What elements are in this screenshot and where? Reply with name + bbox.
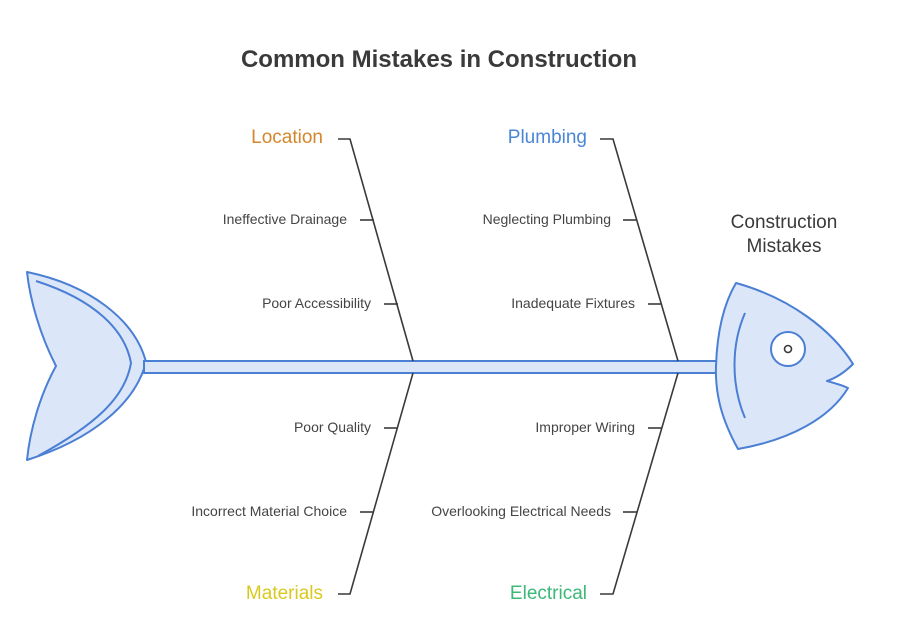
fish-tail-fin-line [35, 280, 133, 457]
cause-overlooking-electrical-needs: Overlooking Electrical Needs [431, 503, 611, 519]
category-materials: Materials [245, 583, 323, 604]
category-plumbing: Plumbing [507, 127, 587, 148]
fish-pupil [783, 344, 793, 354]
cause-ineffective-drainage: Ineffective Drainage [222, 211, 347, 227]
bone-plumbing [600, 138, 679, 362]
category-electrical: Electrical [509, 583, 587, 604]
bones [338, 138, 679, 595]
fish-gill-line [733, 312, 746, 419]
bone-electrical [600, 372, 679, 595]
cause-improper-wiring: Improper Wiring [535, 419, 635, 435]
cause-poor-accessibility: Poor Accessibility [262, 295, 371, 311]
fish-tail [26, 271, 147, 461]
category-location: Location [251, 127, 323, 148]
bone-location [338, 138, 414, 362]
cause-poor-quality: Poor Quality [293, 419, 371, 435]
page-title: Common Mistakes in Construction [240, 46, 638, 73]
bone-materials [338, 372, 414, 595]
cause-incorrect-material-choice: Incorrect Material Choice [191, 503, 347, 519]
head-label: Construction Mistakes [730, 212, 838, 257]
cause-neglecting-plumbing: Neglecting Plumbing [482, 211, 611, 227]
cause-inadequate-fixtures: Inadequate Fixtures [511, 295, 635, 311]
fish-spine [143, 360, 725, 374]
